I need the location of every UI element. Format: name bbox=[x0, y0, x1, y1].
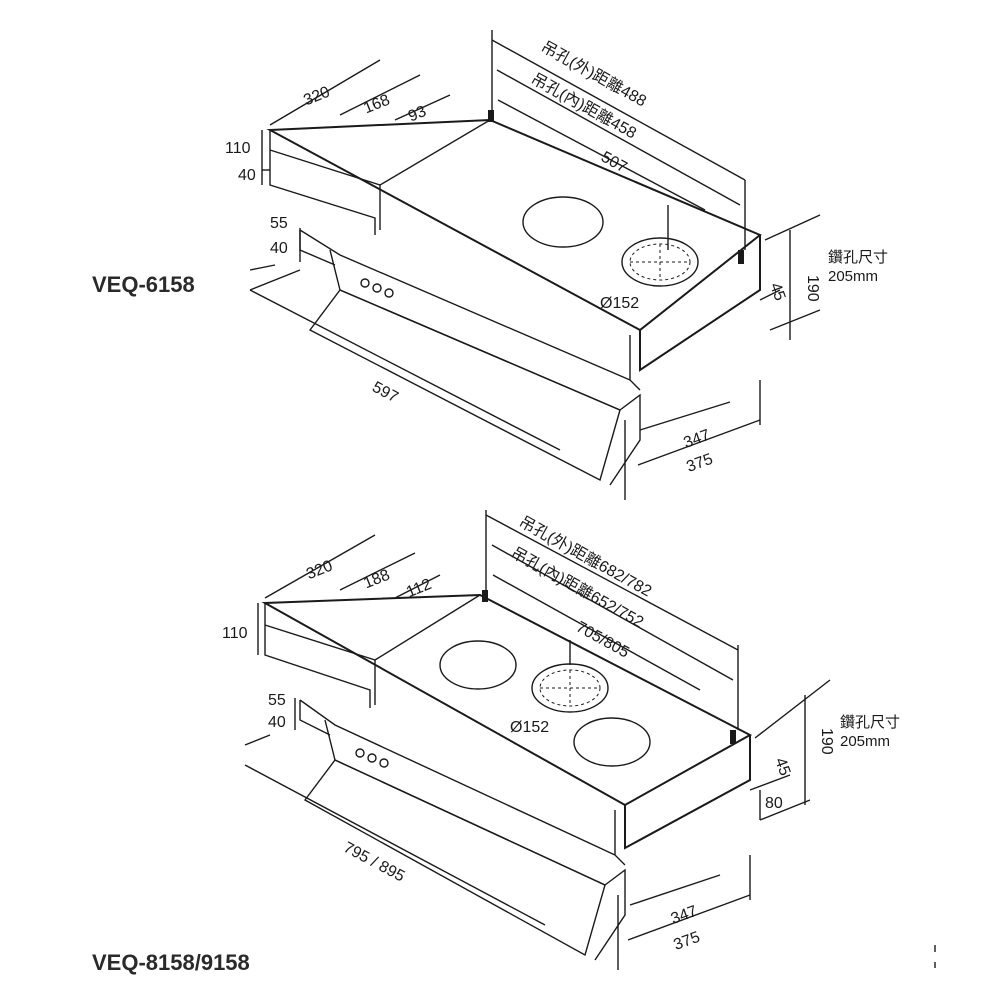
dim-width-597: 597 bbox=[369, 379, 401, 407]
visor-panel bbox=[308, 289, 621, 482]
dim-duct-diameter: Ø152 bbox=[510, 719, 549, 736]
dim-side-55: 55 bbox=[270, 215, 288, 232]
fan-opening-left bbox=[439, 640, 517, 690]
dim-front-offset: 168 bbox=[361, 92, 392, 118]
dim-depth-375: 375 bbox=[684, 451, 715, 476]
hood-diagram-6158: 320 168 93 吊孔(外)距離488 吊孔(內)距離458 507 110… bbox=[92, 30, 888, 500]
dim-back-45: 45 bbox=[771, 756, 793, 779]
hood-diagram-8158-9158: 320 188 112 吊孔(外)距離682/782 吊孔(內)距離652/75… bbox=[92, 510, 936, 975]
hood-top-surface bbox=[261, 593, 753, 807]
drill-size: 205mm bbox=[828, 268, 878, 285]
dim-top-depth: 320 bbox=[301, 84, 332, 110]
dim-side-55: 55 bbox=[268, 692, 286, 709]
dim-body-width: 705/805 bbox=[573, 619, 632, 662]
dim-side-40: 40 bbox=[270, 240, 288, 257]
dim-height-110: 110 bbox=[225, 140, 251, 157]
drill-label: 鑽孔尺寸 bbox=[828, 249, 888, 266]
model-label: VEQ-6158 bbox=[92, 272, 195, 297]
hood-lower-body bbox=[299, 699, 616, 856]
dim-side-40: 40 bbox=[268, 714, 286, 731]
visor-panel bbox=[303, 759, 606, 957]
dim-depth-375: 375 bbox=[671, 929, 702, 954]
dim-back-45: 45 bbox=[766, 281, 788, 304]
dim-total-height: 190 bbox=[818, 728, 835, 755]
dim-front-offset: 188 bbox=[361, 567, 392, 593]
dim-height-40: 40 bbox=[238, 167, 256, 184]
dim-front-offset-inner: 93 bbox=[406, 103, 429, 125]
dim-duct-diameter: Ø152 bbox=[600, 295, 639, 312]
dim-back-80: 80 bbox=[765, 795, 783, 812]
hood-top-surface bbox=[266, 118, 762, 332]
dim-total-height: 190 bbox=[804, 275, 821, 302]
dim-depth-347: 347 bbox=[669, 903, 700, 928]
dim-height-110: 110 bbox=[222, 625, 248, 642]
drill-size: 205mm bbox=[840, 733, 890, 750]
dim-top-depth: 320 bbox=[304, 557, 335, 583]
fan-opening bbox=[522, 196, 604, 248]
control-buttons bbox=[355, 748, 389, 768]
hood-front-face bbox=[269, 130, 376, 235]
hood-lower-body bbox=[299, 229, 631, 381]
dim-depth-347: 347 bbox=[681, 427, 712, 452]
duct-collar bbox=[621, 237, 699, 287]
hood-front-face bbox=[264, 603, 371, 708]
control-buttons bbox=[360, 278, 394, 298]
fan-opening-right bbox=[573, 717, 651, 767]
model-label: VEQ-8158/9158 bbox=[92, 950, 250, 975]
drill-label: 鑽孔尺寸 bbox=[840, 714, 900, 731]
